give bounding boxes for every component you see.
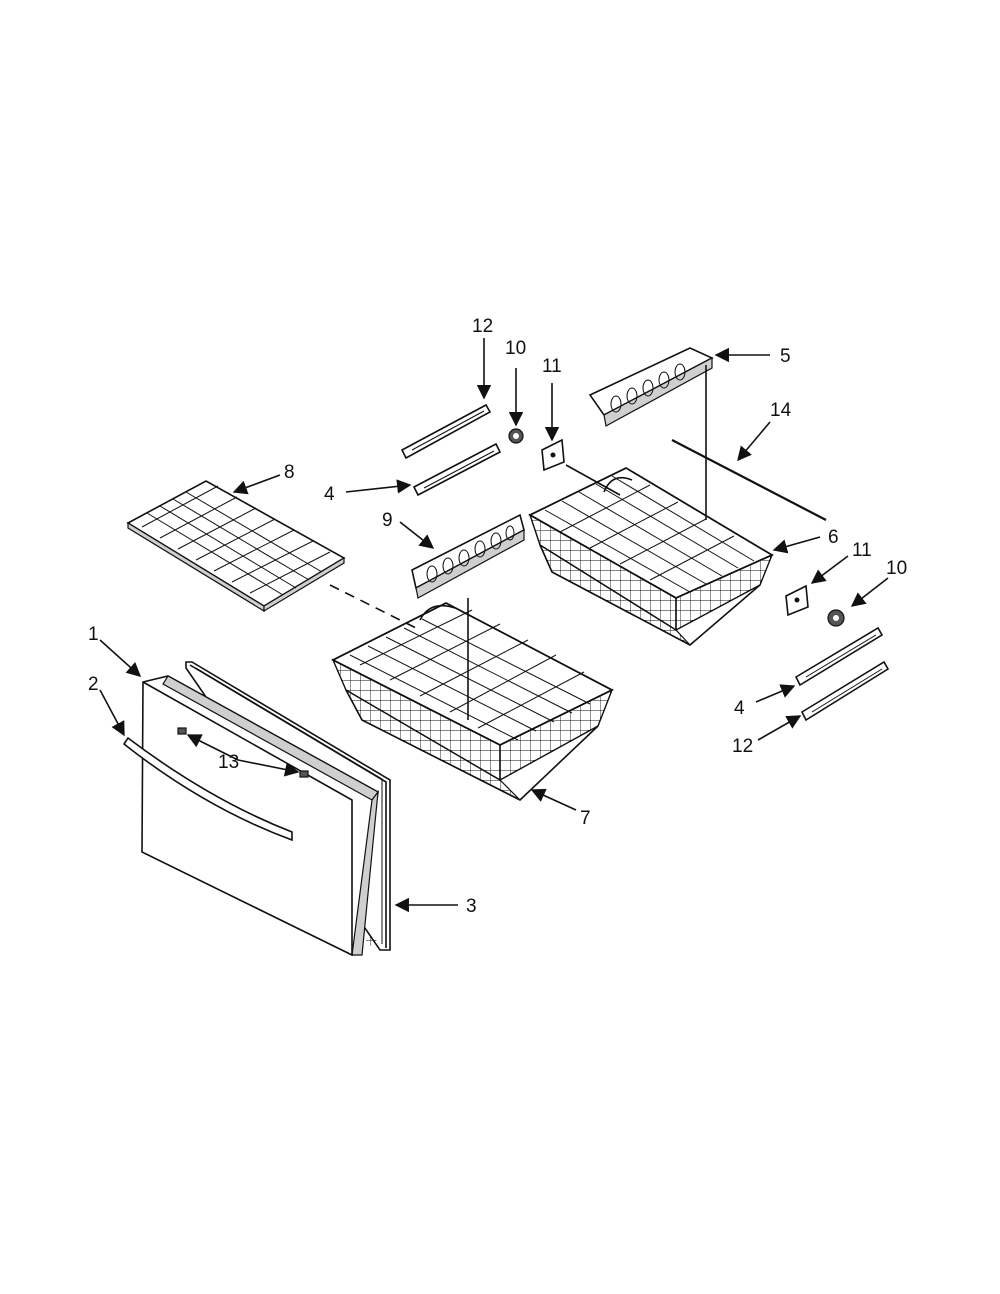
label-4-lower: 4: [734, 698, 745, 719]
basket-divider-part-9: [411, 513, 525, 599]
label-6: 6: [828, 527, 839, 548]
slide-rail-part-12-lower: [800, 660, 890, 722]
label-10-lower: 10: [886, 558, 907, 579]
label-11-lower: 11: [852, 540, 872, 561]
slide-rail-part-4-upper: [412, 442, 502, 497]
label-13: 13: [218, 752, 239, 773]
label-11-upper: 11: [542, 356, 562, 377]
label-9: 9: [382, 510, 393, 531]
basket-divider-part-5: [588, 347, 714, 427]
label-1: 1: [88, 624, 99, 645]
upper-wire-basket-part-6: [528, 467, 774, 646]
leader-lines: [99, 338, 889, 913]
roller-part-10-upper: [508, 428, 524, 444]
label-4-upper: 4: [324, 484, 335, 505]
label-14: 14: [770, 400, 792, 421]
lower-wire-basket-part-7: [331, 602, 614, 801]
label-8: 8: [284, 462, 295, 483]
label-10-upper: 10: [505, 338, 526, 359]
label-5: 5: [780, 346, 791, 367]
handle-part-2: [122, 736, 293, 842]
label-7: 7: [580, 808, 591, 829]
divider-tray-part-8: [126, 480, 346, 613]
bracket-part-11-upper: [541, 438, 565, 472]
label-12-lower: 12: [732, 736, 753, 757]
label-2: 2: [88, 674, 99, 695]
screw-part-13: [177, 727, 309, 778]
label-3: 3: [466, 896, 477, 917]
slide-rail-part-4-lower: [794, 626, 884, 687]
slide-rail-part-12-upper: [400, 403, 492, 460]
label-12-upper: 12: [472, 316, 493, 337]
part-labels: 12 10 11 5 14 8 4 9 6 11 10 1 2 13 4 12 …: [88, 316, 907, 917]
roller-part-10-lower: [827, 609, 845, 627]
bracket-part-11-lower: [785, 584, 809, 617]
rod-part-14: [671, 439, 827, 521]
